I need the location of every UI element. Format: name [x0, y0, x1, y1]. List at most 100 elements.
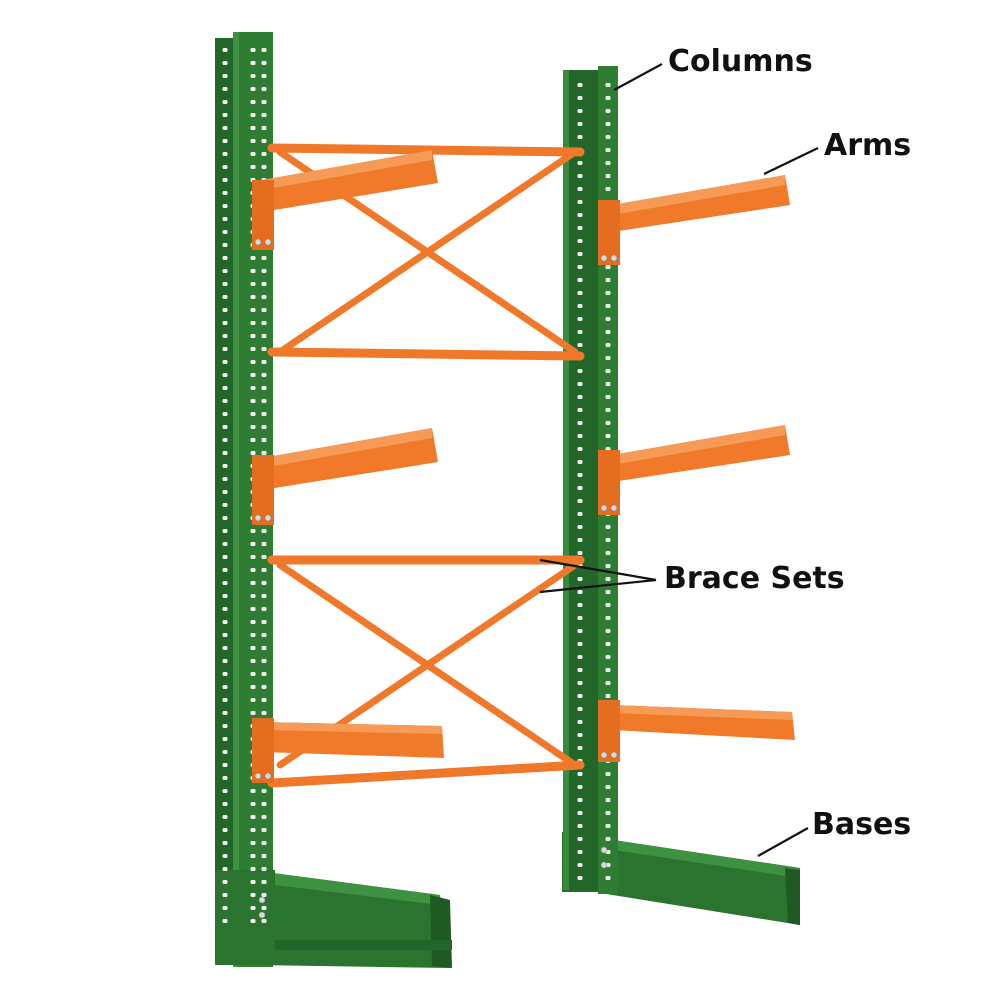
column-hole-icon — [577, 720, 583, 724]
column-hole-icon — [250, 451, 256, 455]
column-hole-icon — [222, 620, 228, 624]
column-hole-icon — [261, 828, 267, 832]
column-hole-icon — [577, 122, 583, 126]
brace-sets-leader-top — [539, 558, 657, 582]
column-hole-icon — [577, 551, 583, 555]
brace-sets-label: Brace Sets — [664, 561, 845, 596]
column-hole-icon — [261, 308, 267, 312]
column-hole-icon — [222, 126, 228, 130]
column-hole-icon — [577, 343, 583, 347]
column-hole-icon — [250, 880, 256, 884]
column-hole-icon — [577, 772, 583, 776]
column-hole-icon — [605, 525, 611, 529]
column-hole-icon — [605, 655, 611, 659]
column-hole-icon — [261, 113, 267, 117]
column-hole-icon — [605, 174, 611, 178]
column-hole-icon — [222, 74, 228, 78]
column-hole-icon — [222, 48, 228, 52]
column-hole-icon — [250, 568, 256, 572]
column-hole-icon — [261, 100, 267, 104]
column-hole-icon — [605, 96, 611, 100]
column-hole-icon — [261, 438, 267, 442]
column-hole-icon — [250, 542, 256, 546]
column-hole-icon — [605, 278, 611, 282]
column-hole-icon — [261, 893, 267, 897]
column-hole-icon — [577, 200, 583, 204]
column-hole-icon — [222, 165, 228, 169]
column-hole-icon — [261, 594, 267, 598]
column-hole-icon — [250, 711, 256, 715]
leader-lines — [539, 63, 819, 857]
column-hole-icon — [261, 451, 267, 455]
column-hole-icon — [250, 412, 256, 416]
column-hole-icon — [605, 109, 611, 113]
column-hole-icon — [577, 330, 583, 334]
column-hole-icon — [250, 815, 256, 819]
bases-leader — [757, 827, 809, 857]
left-base — [232, 870, 452, 968]
column-hole-icon — [261, 360, 267, 364]
column-hole-icon — [222, 152, 228, 156]
column-hole-icon — [261, 620, 267, 624]
column-hole-icon — [222, 490, 228, 494]
column-hole-icon — [222, 139, 228, 143]
column-hole-icon — [222, 191, 228, 195]
column-hole-icon — [577, 707, 583, 711]
column-hole-icon — [222, 399, 228, 403]
column-hole-icon — [577, 694, 583, 698]
column-hole-icon — [261, 841, 267, 845]
column-hole-icon — [577, 278, 583, 282]
column-hole-icon — [250, 555, 256, 559]
column-hole-icon — [577, 434, 583, 438]
column-hole-icon — [605, 629, 611, 633]
column-hole-icon — [605, 603, 611, 607]
column-hole-icon — [577, 395, 583, 399]
column-hole-icon — [577, 83, 583, 87]
column-hole-icon — [261, 646, 267, 650]
column-hole-icon — [577, 798, 583, 802]
column-hole-icon — [577, 161, 583, 165]
column-hole-icon — [577, 109, 583, 113]
column-hole-icon — [577, 382, 583, 386]
arms-leader — [763, 147, 819, 175]
column-hole-icon — [577, 421, 583, 425]
column-hole-icon — [261, 386, 267, 390]
column-hole-icon — [605, 876, 611, 880]
column-hole-icon — [577, 668, 583, 672]
column-hole-icon — [222, 542, 228, 546]
column-hole-icon — [605, 811, 611, 815]
right-arm-middle — [598, 425, 790, 515]
column-hole-icon — [261, 334, 267, 338]
column-hole-icon — [577, 837, 583, 841]
column-hole-icon — [250, 672, 256, 676]
column-hole-icon — [261, 74, 267, 78]
left-arm-middle — [252, 428, 438, 525]
column-hole-icon — [605, 122, 611, 126]
column-hole-icon — [250, 633, 256, 637]
column-hole-icon — [577, 226, 583, 230]
column-hole-icon — [577, 590, 583, 594]
column-hole-icon — [261, 373, 267, 377]
column-hole-icon — [605, 642, 611, 646]
column-hole-icon — [222, 659, 228, 663]
column-hole-icon — [261, 607, 267, 611]
column-hole-icon — [250, 152, 256, 156]
column-hole-icon — [222, 711, 228, 715]
column-hole-icon — [222, 672, 228, 676]
column-hole-icon — [261, 633, 267, 637]
column-hole-icon — [605, 681, 611, 685]
column-hole-icon — [222, 100, 228, 104]
column-hole-icon — [261, 854, 267, 858]
column-hole-icon — [577, 213, 583, 217]
column-hole-icon — [222, 763, 228, 767]
column-hole-icon — [577, 603, 583, 607]
column-hole-icon — [222, 386, 228, 390]
arms-label: Arms — [824, 128, 912, 163]
column-hole-icon — [261, 711, 267, 715]
column-hole-icon — [250, 425, 256, 429]
column-hole-icon — [577, 473, 583, 477]
column-hole-icon — [605, 148, 611, 152]
column-hole-icon — [222, 685, 228, 689]
column-hole-icon — [250, 295, 256, 299]
